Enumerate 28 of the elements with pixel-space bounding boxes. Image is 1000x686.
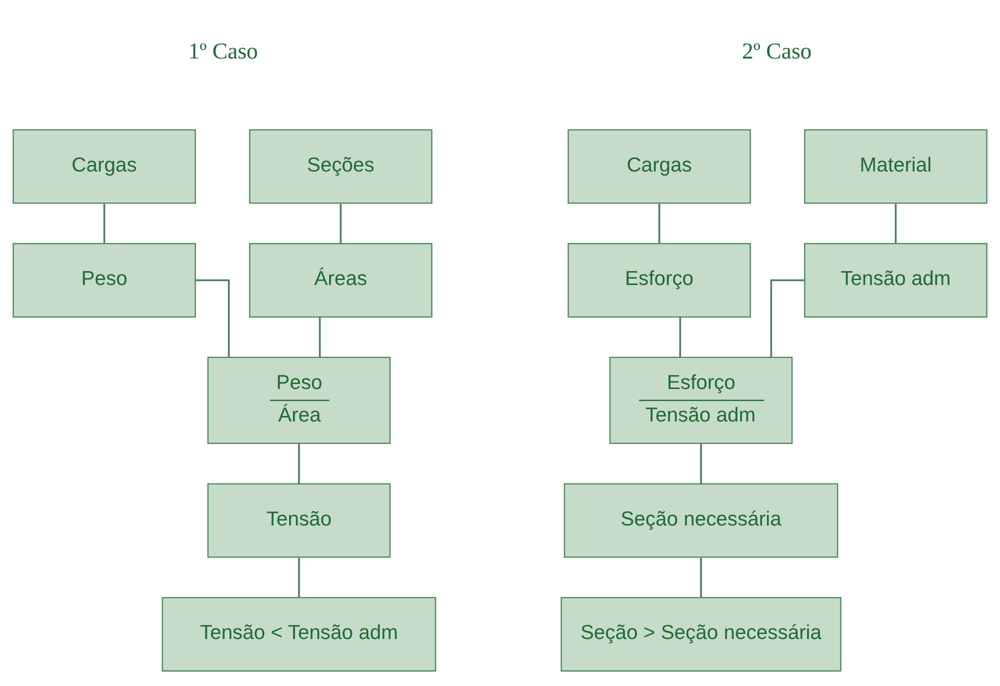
connector: [658, 203, 660, 243]
label: 2º Caso: [742, 38, 812, 63]
connector: [770, 278, 805, 357]
connector: [195, 278, 230, 357]
connector: [298, 557, 300, 597]
node-box: Seções: [249, 128, 432, 204]
connector: [340, 203, 342, 243]
node-box: Esforço Tensão adm: [609, 356, 793, 444]
node-box: Cargas: [12, 128, 196, 204]
node-box: Tensão adm: [804, 242, 988, 318]
node-box: Cargas: [568, 128, 751, 204]
node-box: Tensão < Tensão adm: [162, 596, 436, 672]
connector: [700, 557, 702, 597]
connector: [318, 316, 321, 357]
node-box: Áreas: [249, 242, 432, 318]
connector: [894, 203, 897, 243]
node-box: Tensão: [207, 482, 391, 558]
node-box: Peso Área: [207, 356, 391, 444]
node-box: Material: [804, 128, 988, 204]
node-box: Seção necessária: [564, 482, 838, 558]
label: 1º Caso: [188, 38, 258, 63]
node-box: Peso: [12, 242, 196, 318]
connector: [679, 316, 682, 357]
node-box: Seção > Seção necessária: [560, 596, 842, 672]
node-box: Esforço: [568, 242, 751, 318]
connector: [700, 442, 702, 484]
connector: [103, 203, 106, 243]
connector: [298, 442, 300, 484]
